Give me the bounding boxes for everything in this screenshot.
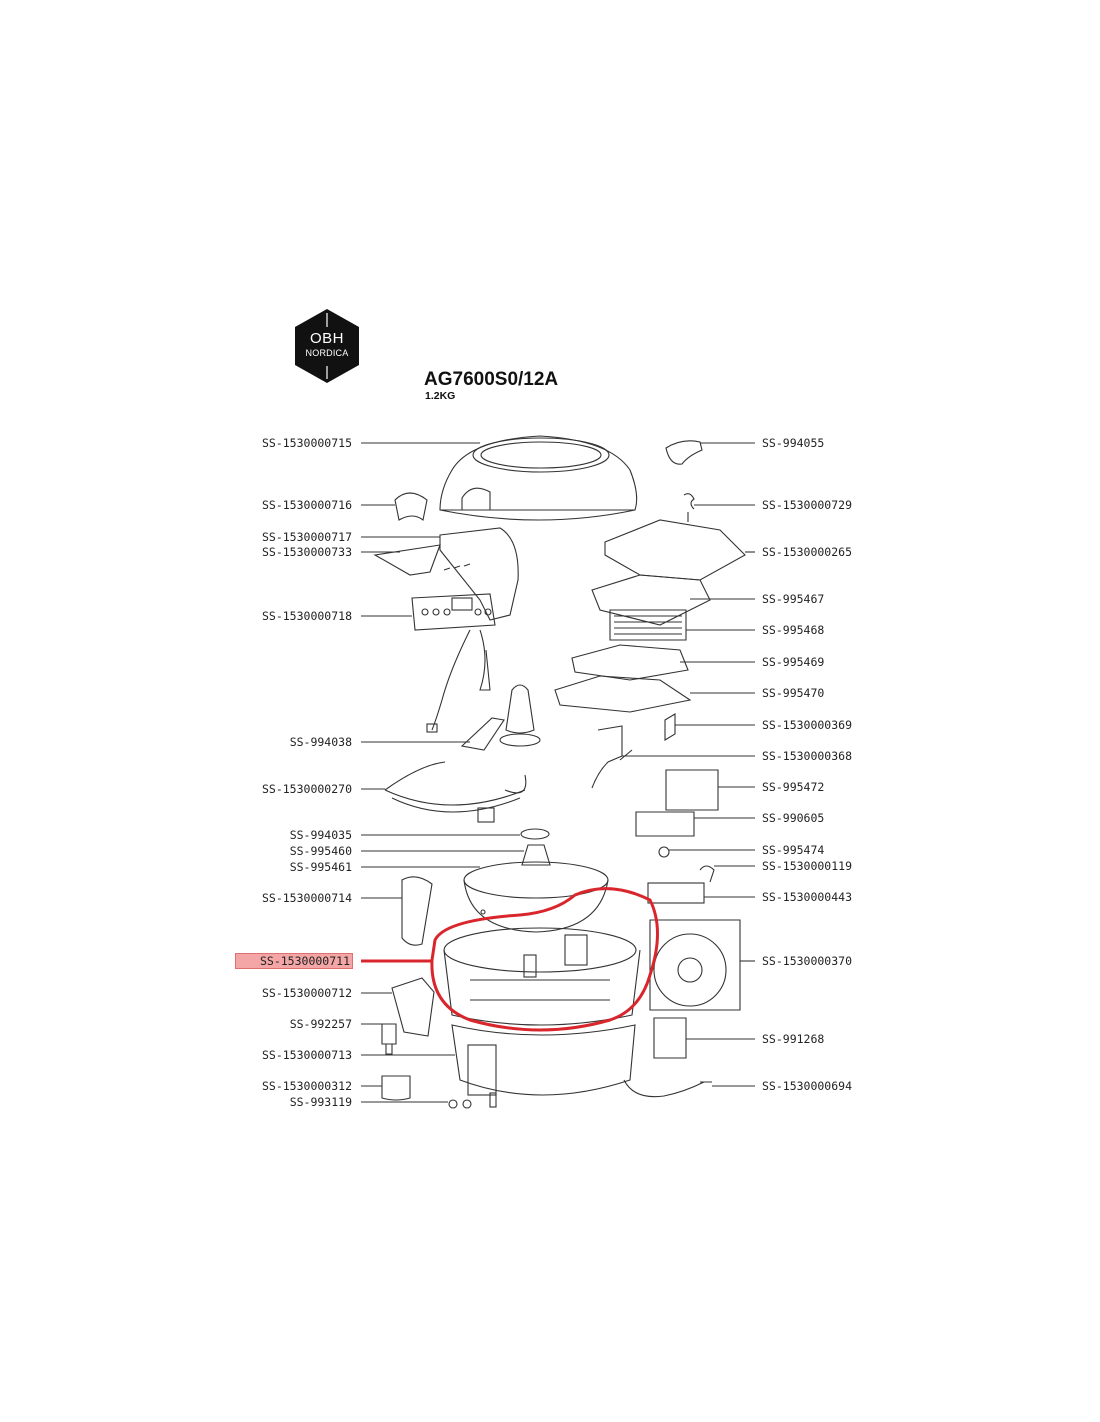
foot-part <box>381 1023 397 1055</box>
part-label[interactable]: SS-993119 <box>289 1095 352 1109</box>
part-label[interactable]: SS-1530000733 <box>261 545 352 559</box>
part-label[interactable]: SS-1530000265 <box>762 545 853 559</box>
base-part <box>451 1024 636 1108</box>
part-label[interactable]: SS-995469 <box>762 655 825 669</box>
part-label[interactable]: SS-1530000270 <box>261 782 352 796</box>
inner-cover-part <box>591 574 711 626</box>
clip-part <box>394 492 428 521</box>
part-label[interactable]: SS-1530000715 <box>261 436 352 450</box>
part-label[interactable]: SS-1530000443 <box>762 890 853 904</box>
part-label[interactable]: SS-990605 <box>762 811 825 825</box>
power-cord-part <box>623 1079 712 1098</box>
highlight-outline <box>361 887 659 1032</box>
model-title: AG7600S0/12A <box>424 369 559 390</box>
clamp-part <box>664 713 676 741</box>
board-part <box>647 882 705 904</box>
ring-handle-part <box>384 761 527 823</box>
stirrer-part <box>460 684 541 751</box>
part-label[interactable]: SS-1530000119 <box>762 859 853 873</box>
latch-part <box>391 977 435 1037</box>
part-label[interactable]: SS-1530000370 <box>762 954 853 968</box>
control-panel-part <box>373 527 519 733</box>
screw-part <box>448 1099 458 1109</box>
part-label[interactable]: SS-992257 <box>289 1017 352 1031</box>
part-label[interactable]: SS-995468 <box>762 623 825 637</box>
part-label[interactable]: SS-1530000694 <box>762 1079 853 1093</box>
gasket-frame-part <box>571 644 689 681</box>
display-module-part <box>665 769 719 811</box>
fan-motor-part <box>649 919 741 1011</box>
housing-part <box>443 927 641 1026</box>
part-label[interactable]: SS-995474 <box>762 843 825 857</box>
spoon-part <box>665 440 703 465</box>
part-label[interactable]: SS-1530000712 <box>261 986 352 1000</box>
seal-ring-part <box>520 828 550 840</box>
part-label[interactable]: SS-994038 <box>289 735 352 749</box>
seal-frame-part <box>554 675 692 713</box>
part-label[interactable]: SS-1530000716 <box>261 498 352 512</box>
part-label[interactable]: SS-995461 <box>289 860 352 874</box>
display-frame-part <box>635 811 695 837</box>
part-label[interactable]: SS-991268 <box>762 1032 825 1046</box>
thermostat-part <box>381 1075 411 1101</box>
switch-part <box>591 725 633 789</box>
part-label[interactable]: SS-995460 <box>289 844 352 858</box>
part-label[interactable]: SS-1530000312 <box>261 1079 352 1093</box>
part-label[interactable]: SS-994055 <box>762 436 825 450</box>
part-label[interactable]: SS-1530000369 <box>762 718 853 732</box>
logo-text-nordica: NORDICA <box>305 348 349 358</box>
part-label[interactable]: SS-995472 <box>762 780 825 794</box>
logo-hexagon-icon <box>295 309 359 383</box>
part-label[interactable]: SS-1530000729 <box>762 498 853 512</box>
part-label[interactable]: SS-995467 <box>762 592 825 606</box>
sensor-part <box>658 846 670 858</box>
part-label[interactable]: SS-995470 <box>762 686 825 700</box>
logo-text-obh: OBH <box>309 330 344 347</box>
brand-logo: OBH NORDICA <box>294 308 360 384</box>
gasket-part <box>653 1017 687 1059</box>
part-label[interactable]: SS-1530000718 <box>261 609 352 623</box>
cooking-bowl-part <box>463 844 609 933</box>
filter-part <box>609 609 687 641</box>
part-label[interactable]: SS-1530000714 <box>261 891 352 905</box>
fuse-part <box>699 865 715 883</box>
spring-part <box>683 493 695 522</box>
part-label[interactable]: SS-1530000717 <box>261 530 352 544</box>
side-handle-part <box>401 876 433 946</box>
top-lid-part <box>439 435 638 521</box>
part-label-highlighted[interactable]: SS-1530000711 <box>235 953 353 969</box>
part-label[interactable]: SS-1530000713 <box>261 1048 352 1062</box>
part-label[interactable]: SS-994035 <box>289 828 352 842</box>
part-label[interactable]: SS-1530000368 <box>762 749 853 763</box>
upper-cover-part <box>604 519 746 581</box>
model-weight: 1.2KG <box>425 390 456 402</box>
